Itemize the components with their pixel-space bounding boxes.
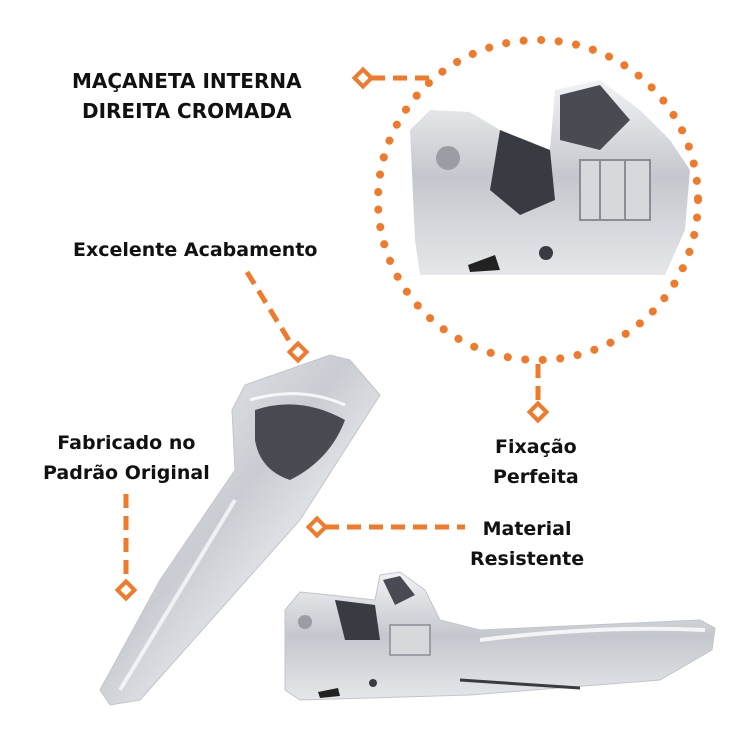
connector-fixacao bbox=[526, 364, 550, 424]
product-title-line2: DIREITA CROMADA bbox=[81, 99, 292, 123]
callout-fixacao-line2: Perfeita bbox=[493, 466, 579, 488]
detail-dotted-circle bbox=[374, 36, 702, 364]
connector-material bbox=[305, 515, 465, 539]
handle-horizontal-image bbox=[284, 571, 716, 701]
callout-fabricado-line2: Padrão Original bbox=[43, 462, 210, 484]
callout-material-line1: Material bbox=[482, 518, 572, 540]
callout-acabamento: Excelente Acabamento bbox=[73, 238, 317, 263]
callout-fabricado-line1: Fabricado no bbox=[57, 432, 196, 454]
callout-fixacao-line1: Fixação bbox=[495, 436, 577, 458]
connector-fabricado bbox=[114, 494, 138, 602]
product-title: MAÇANETA INTERNA DIREITA CROMADA bbox=[72, 66, 302, 126]
callout-fabricado: Fabricado no Padrão Original bbox=[43, 428, 210, 488]
handle-vertical-image bbox=[99, 354, 381, 706]
product-title-line1: MAÇANETA INTERNA bbox=[72, 69, 302, 93]
callout-acabamento-text: Excelente Acabamento bbox=[73, 239, 318, 261]
connector-acabamento bbox=[244, 270, 310, 364]
detail-mechanism-image bbox=[410, 80, 690, 275]
callout-material-line2: Resistente bbox=[470, 548, 585, 570]
connector-title bbox=[351, 66, 432, 90]
callout-fixacao: Fixação Perfeita bbox=[493, 432, 579, 492]
callout-material: Material Resistente bbox=[470, 514, 584, 574]
